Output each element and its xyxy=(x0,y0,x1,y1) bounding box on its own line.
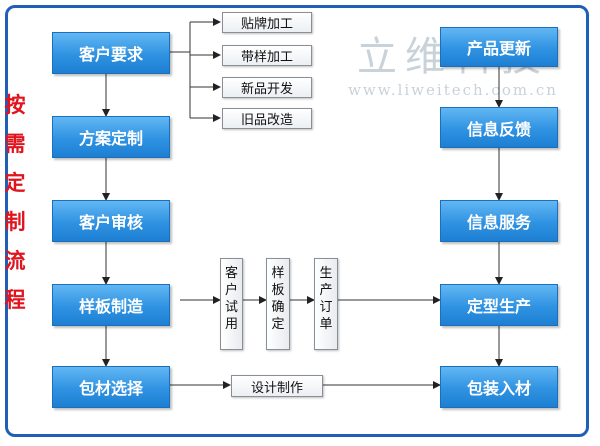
step-char: 板 xyxy=(271,283,285,298)
step-customer-requirement: 客户要求 xyxy=(52,32,170,74)
side-title-char: 需 xyxy=(4,132,26,156)
step-sample-manufacturing: 样板制造 xyxy=(52,284,170,326)
side-title: 按 需 定 制 流 程 xyxy=(2,86,28,320)
side-title-char: 按 xyxy=(4,93,26,117)
diagram-frame xyxy=(5,5,589,437)
step-mass-production: 定型生产 xyxy=(440,284,558,326)
step-char: 样 xyxy=(271,266,285,281)
step-customer-trial: 客 户 试 用 xyxy=(220,258,243,350)
step-customer-review: 客户审核 xyxy=(52,200,170,242)
step-char: 户 xyxy=(224,283,238,298)
watermark-url: www.liweitech.com.cn xyxy=(348,81,558,99)
step-char: 生 xyxy=(319,266,333,281)
step-information-feedback: 信息反馈 xyxy=(440,107,558,148)
step-char: 试 xyxy=(224,300,238,315)
step-product-update: 产品更新 xyxy=(440,27,558,67)
branch-item: 旧品改造 xyxy=(222,108,312,129)
side-title-char: 程 xyxy=(4,288,26,312)
step-solution-design: 方案定制 xyxy=(52,116,170,158)
side-title-char: 定 xyxy=(4,171,26,195)
step-char: 用 xyxy=(224,317,238,332)
step-packaging-selection: 包材选择 xyxy=(52,366,170,408)
step-char: 产 xyxy=(319,283,333,298)
step-char: 订 xyxy=(319,300,333,315)
step-char: 确 xyxy=(271,300,285,315)
step-char: 客 xyxy=(224,266,238,281)
branch-item: 新品开发 xyxy=(222,77,312,98)
step-information-service: 信息服务 xyxy=(440,200,558,242)
side-title-char: 制 xyxy=(4,210,26,234)
step-char: 定 xyxy=(271,317,285,332)
step-char: 单 xyxy=(319,317,333,332)
step-production-order: 生 产 订 单 xyxy=(314,258,338,350)
branch-item: 贴牌加工 xyxy=(222,12,312,33)
step-packaging-input: 包装入材 xyxy=(440,366,558,408)
branch-item: 带样加工 xyxy=(222,45,312,66)
side-title-char: 流 xyxy=(4,249,26,273)
step-sample-confirmation: 样 板 确 定 xyxy=(266,258,290,350)
step-design-production: 设计制作 xyxy=(231,375,323,397)
